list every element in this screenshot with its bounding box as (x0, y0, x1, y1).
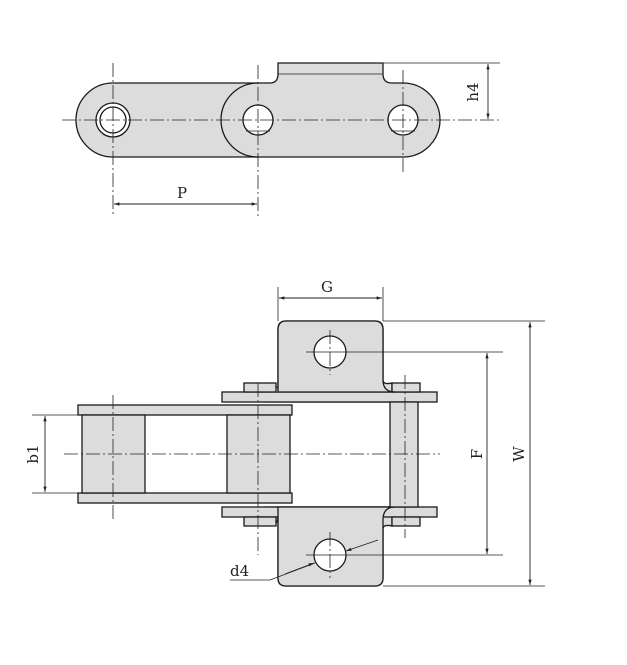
pin-head (243, 382, 277, 393)
g-label: G (321, 278, 333, 296)
side-view: h4 P (62, 62, 500, 216)
roller-link-plate-bottom (77, 492, 293, 504)
pin-head (391, 382, 421, 393)
w-label: W (510, 446, 528, 462)
attachment-link-plate (220, 62, 441, 158)
f-label: F (468, 449, 486, 459)
top-view: G F W b1 d4 (24, 278, 545, 587)
pin-head (391, 516, 421, 527)
b1-label: b1 (24, 444, 42, 463)
pin-head (243, 516, 277, 527)
roller-link-plate-top (77, 404, 293, 416)
pitch-label: P (177, 184, 187, 202)
pin (389, 401, 419, 508)
h4-label: h4 (464, 82, 482, 101)
d4-label: d4 (230, 562, 249, 580)
